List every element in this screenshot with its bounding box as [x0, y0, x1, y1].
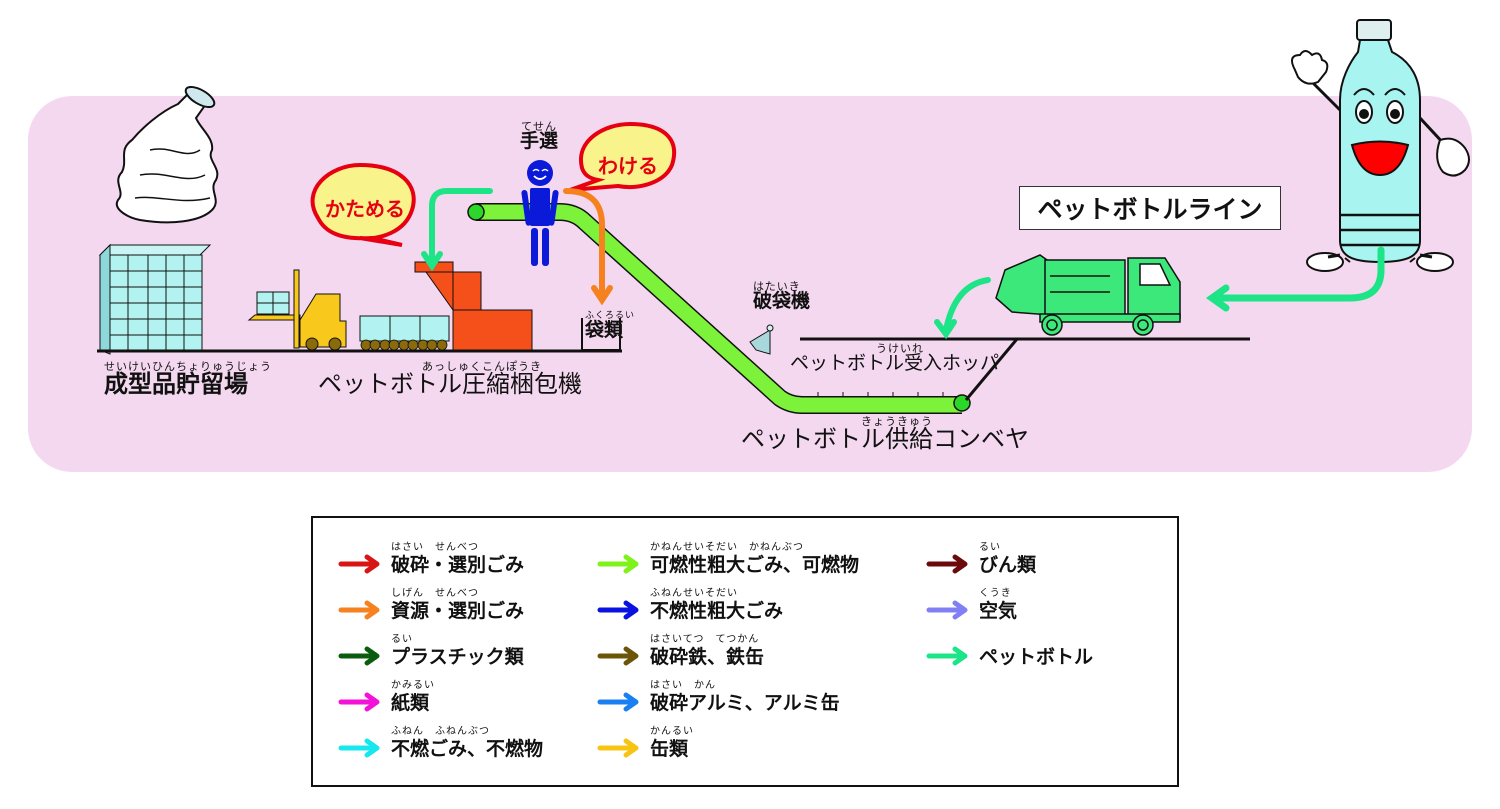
speech-bubble-sort: [569, 121, 677, 192]
legend-item: はさい せんべつ破砕・選別ごみ: [337, 542, 524, 577]
legend-arrow-icon: [926, 600, 968, 620]
legend-label: ペットボトル: [979, 646, 1094, 668]
legend-label: はさいてつ てつかん破砕鉄、鉄缶: [650, 634, 764, 669]
legend-ruby: かんるい: [650, 726, 694, 737]
speech-compress-text: かためる: [325, 197, 405, 221]
hand-sort-label: てせん 手選: [520, 120, 559, 152]
pet-bottle-arrow-to-hopper: [934, 277, 991, 340]
legend-label: しげん せんべつ資源・選別ごみ: [391, 588, 524, 623]
legend-item: はさい かん破砕アルミ、アルミ缶: [596, 680, 840, 715]
legend-label: かねんせいそだい かねんぶつ可燃性粗大ごみ、可燃物: [650, 542, 859, 577]
legend-ruby: かねんせいそだい かねんぶつ: [650, 542, 804, 553]
legend-ruby: くうき: [979, 588, 1012, 599]
legend-ruby: ふねん ふねんぶつ: [391, 726, 490, 737]
speech-sort-text: わける: [598, 154, 658, 178]
hopper-label: うけいれ ペットボトル受入ホッパ: [790, 342, 1000, 374]
legend-label: ふねん ふねんぶつ不燃ごみ、不燃物: [391, 726, 543, 761]
legend-label: かんるい缶類: [650, 726, 693, 761]
legend-item: かみるい紙類: [337, 680, 434, 715]
legend-arrow-icon: [338, 692, 380, 712]
legend-arrow-icon: [926, 554, 968, 574]
line-title: ペットボトルライン: [1019, 186, 1281, 230]
legend-item: ふねんせいそだい不燃性粗大ごみ: [596, 588, 783, 623]
hopper-icon: [800, 337, 1250, 401]
legend-arrow-icon: [597, 554, 639, 574]
forklift-icon: [247, 269, 347, 351]
legend-ruby: しげん せんべつ: [391, 588, 479, 599]
baler-machine-icon: [414, 261, 533, 351]
garbage-truck-icon: [995, 254, 1181, 336]
legend-ruby: ふねんせいそだい: [650, 588, 738, 599]
legend-label: るいびん類: [979, 542, 1036, 577]
conveyor-label: きょうきゅう ペットボトル供給コンベヤ: [741, 415, 1029, 453]
legend-arrow-icon: [926, 646, 968, 666]
legend-ruby: はさいてつ てつかん: [650, 634, 760, 645]
legend-item: くうき空気: [925, 588, 1017, 623]
legend: はさい せんべつ破砕・選別ごみしげん せんべつ資源・選別ごみるいプラスチック類か…: [311, 516, 1179, 787]
legend-item: はさいてつ てつかん破砕鉄、鉄缶: [596, 634, 764, 669]
legend-item: かんるい缶類: [596, 726, 693, 761]
legend-label: ふねんせいそだい不燃性粗大ごみ: [650, 588, 783, 623]
storage-label: せいけいひんちょりゅうじょう 成型品貯留場: [104, 360, 272, 398]
legend-label: かみるい紙類: [391, 680, 434, 715]
legend-arrow-icon: [597, 692, 639, 712]
process-panel: [28, 96, 1472, 472]
legend-item: るいプラスチック類: [337, 634, 524, 669]
pet-bottle-arrow-to-truck: [1205, 246, 1385, 312]
legend-label: はさい かん破砕アルミ、アルミ缶: [650, 680, 840, 715]
bale-conveyor-icon: [359, 315, 450, 351]
legend-ruby: はさい せんべつ: [391, 542, 479, 553]
legend-arrow-icon: [597, 600, 639, 620]
legend-item: ペットボトル: [925, 642, 1093, 669]
pet-bottle-arrow: [421, 188, 493, 272]
legend-item: かねんせいそだい かねんぶつ可燃性粗大ごみ、可燃物: [596, 542, 859, 577]
pet-bottle-mascot-icon: [1290, 19, 1470, 272]
legend-item: るいびん類: [925, 542, 1036, 577]
bale-stack-icon: [98, 243, 212, 355]
crushed-bottle-icon: [115, 85, 219, 224]
legend-ruby: かみるい: [391, 680, 435, 691]
legend-label: はさい せんべつ破砕・選別ごみ: [391, 542, 524, 577]
legend-item: しげん せんべつ資源・選別ごみ: [337, 588, 524, 623]
legend-ruby: るい: [979, 542, 1001, 553]
legend-arrow-icon: [338, 554, 380, 574]
legend-arrow-icon: [338, 646, 380, 666]
legend-arrow-icon: [597, 738, 639, 758]
legend-ruby: はさい かん: [650, 680, 716, 691]
legend-label: るいプラスチック類: [391, 634, 524, 669]
legend-ruby: るい: [391, 634, 413, 645]
baler-label: あっしゅくこんぽうき ペットボトル圧縮梱包機: [318, 360, 582, 398]
worker-icon: [521, 160, 559, 266]
legend-arrow-icon: [338, 738, 380, 758]
bag-breaker-label: はたいき 破袋機: [753, 280, 811, 312]
legend-item: ふねん ふねんぶつ不燃ごみ、不燃物: [337, 726, 543, 761]
legend-arrow-icon: [597, 646, 639, 666]
speech-bubble-compress: [310, 162, 416, 247]
bag-breaker-icon: [749, 324, 774, 355]
legend-arrow-icon: [338, 600, 380, 620]
bag-bin-icon: [581, 318, 621, 351]
resource-arrow: [563, 188, 613, 306]
bags-label: ふくろるい 袋類: [585, 311, 636, 341]
legend-label: くうき空気: [979, 588, 1017, 623]
